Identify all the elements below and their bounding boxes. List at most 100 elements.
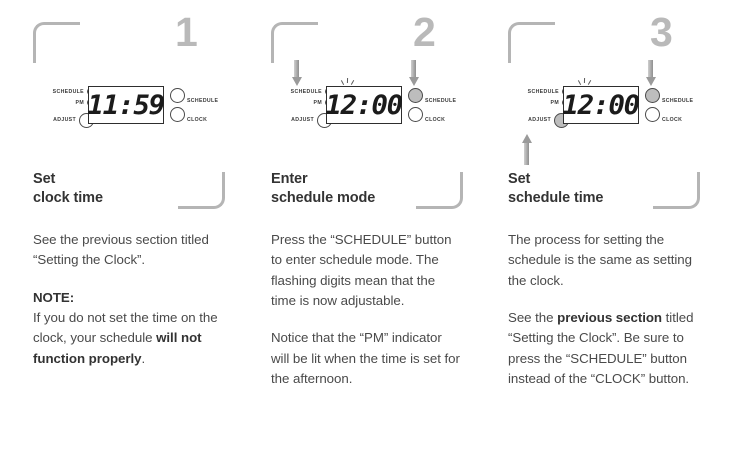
note-text-pre: If you do not set the time on the clock,… — [33, 310, 218, 346]
body-paragraph: See the previous section titled “Setting… — [508, 308, 698, 389]
clock-device-2: SCHEDULE PM ADJUST 12:00 — [238, 60, 481, 170]
device-left-indicators: SCHEDULE PM ADJUST — [268, 86, 332, 129]
body-paragraph: Press the “SCHEDULE” button to enter sch… — [271, 232, 452, 309]
device-right-buttons: SCHEDULE CLOCK — [170, 86, 230, 124]
pm-indicator-row: PM — [30, 97, 94, 108]
pm-indicator-row: PM — [505, 97, 569, 108]
panel-3-top: 3 — [475, 0, 718, 78]
lcd-time-value: 12:00 — [325, 89, 404, 121]
lcd-display: 11:59 — [87, 86, 166, 124]
arrow-down-to-schedule-button-icon — [645, 60, 656, 86]
flashing-digits-icon — [340, 77, 356, 86]
step-number: 2 — [413, 9, 436, 55]
arrow-down-to-schedule-button-icon — [408, 60, 419, 86]
note-text-post: . — [141, 350, 146, 366]
adjust-button-label: ADJUST — [528, 117, 551, 123]
page-title: Set clock time — [33, 170, 103, 209]
clock-button-row: CLOCK — [645, 105, 705, 124]
body-paragraph: Notice that the “PM” indicator will be l… — [271, 330, 460, 387]
lcd-time-value: 11:59 — [87, 89, 166, 121]
schedule-indicator-label: SCHEDULE — [290, 88, 322, 95]
pm-indicator-label: PM — [313, 99, 322, 106]
corner-bracket-top-left-icon — [271, 22, 318, 63]
heading-line-1: Set — [508, 171, 531, 187]
page-title: Set schedule time — [508, 170, 604, 209]
adjust-button-label: ADJUST — [53, 117, 76, 123]
clock-button[interactable] — [645, 107, 660, 122]
schedule-button[interactable] — [170, 88, 185, 103]
body-paragraph: The process for setting the schedule is … — [508, 232, 692, 288]
device-left-indicators: SCHEDULE PM ADJUST — [30, 86, 94, 129]
schedule-button[interactable] — [408, 88, 423, 103]
corner-bracket-bottom-right-icon — [653, 172, 700, 209]
body-paragraph: See the previous section titled “Setting… — [33, 232, 209, 268]
heading-line-2: clock time — [33, 190, 103, 207]
lcd-display: 12:00 — [325, 86, 404, 124]
note-text-bold: will not function properly — [33, 330, 202, 366]
schedule-button-row: SCHEDULE — [645, 86, 705, 105]
lcd-display: 12:00 — [562, 86, 641, 124]
heading-line-1: Set — [33, 171, 56, 187]
device-right-buttons: SCHEDULE CLOCK — [645, 86, 705, 124]
schedule-button-label: SCHEDULE — [662, 98, 694, 104]
schedule-button-row: SCHEDULE — [170, 86, 230, 105]
clock-button-row: CLOCK — [170, 105, 230, 124]
step-panel-1: 1 SCHEDULE PM ADJUST — [0, 0, 243, 469]
step-number: 3 — [650, 9, 673, 55]
clock-button-row: CLOCK — [408, 105, 468, 124]
adjust-button-row: ADJUST — [268, 111, 332, 129]
clock-device-3: SCHEDULE PM ADJUST 12:00 — [475, 60, 718, 170]
schedule-indicator-label: SCHEDULE — [52, 88, 84, 95]
flashing-digits-icon — [577, 77, 593, 86]
pm-indicator-row: PM — [268, 97, 332, 108]
page-title: Enter schedule mode — [271, 170, 375, 209]
body-text-post: titled “Setting the Clock”. Be sure to p… — [508, 310, 694, 387]
heading-line-1: Enter — [271, 171, 308, 187]
corner-bracket-bottom-right-icon — [416, 172, 463, 209]
step-panel-2: 2 SCHEDULE PM — [238, 0, 481, 469]
note-label: NOTE: — [33, 289, 75, 305]
panel-2-top: 2 — [238, 0, 481, 78]
panel-2-heading-zone: Enter schedule mode — [238, 170, 481, 225]
lcd-time-value: 12:00 — [562, 89, 641, 121]
panel-3-body: The process for setting the schedule is … — [508, 230, 698, 389]
schedule-button[interactable] — [645, 88, 660, 103]
corner-bracket-top-left-icon — [508, 22, 555, 63]
schedule-button-label: SCHEDULE — [187, 98, 219, 104]
pm-indicator-label: PM — [75, 99, 84, 106]
clock-button[interactable] — [408, 107, 423, 122]
arrow-up-to-adjust-button-icon — [521, 134, 532, 165]
schedule-button-label: SCHEDULE — [425, 98, 457, 104]
body-note: NOTE: If you do not set the time on the c… — [33, 288, 223, 369]
corner-bracket-bottom-right-icon — [178, 172, 225, 209]
clock-device-1: SCHEDULE PM ADJUST 11:59 — [0, 78, 243, 170]
panel-1-top: 1 — [0, 0, 243, 78]
schedule-indicator-row: SCHEDULE — [268, 86, 332, 97]
schedule-indicator-row: SCHEDULE — [505, 86, 569, 97]
body-text-pre: See the — [508, 310, 558, 326]
clock-button-label: CLOCK — [425, 117, 446, 123]
heading-line-2: schedule mode — [271, 190, 376, 207]
device-right-buttons: SCHEDULE CLOCK — [408, 86, 468, 124]
clock-button[interactable] — [170, 107, 185, 122]
step-number: 1 — [175, 9, 198, 55]
panel-1-heading-zone: Set clock time — [0, 170, 243, 225]
panel-1-body: See the previous section titled “Setting… — [33, 230, 223, 369]
arrow-down-to-schedule-indicator-icon — [291, 60, 302, 86]
schedule-button-row: SCHEDULE — [408, 86, 468, 105]
corner-bracket-top-left-icon — [33, 22, 80, 63]
clock-button-label: CLOCK — [187, 117, 208, 123]
body-text-bold: previous section — [557, 310, 663, 326]
pm-indicator-label: PM — [550, 99, 559, 106]
adjust-button-row: ADJUST — [30, 111, 94, 129]
clock-button-label: CLOCK — [662, 117, 683, 123]
panel-3-heading-zone: Set schedule time — [475, 170, 718, 225]
device-left-indicators: SCHEDULE PM ADJUST — [505, 86, 569, 129]
heading-line-2: schedule time — [508, 190, 604, 207]
panel-2-body: Press the “SCHEDULE” button to enter sch… — [271, 230, 461, 389]
adjust-button-row: ADJUST — [505, 111, 569, 129]
step-panel-3: 3 SCHEDULE PM — [475, 0, 718, 469]
schedule-indicator-label: SCHEDULE — [527, 88, 559, 95]
schedule-indicator-row: SCHEDULE — [30, 86, 94, 97]
